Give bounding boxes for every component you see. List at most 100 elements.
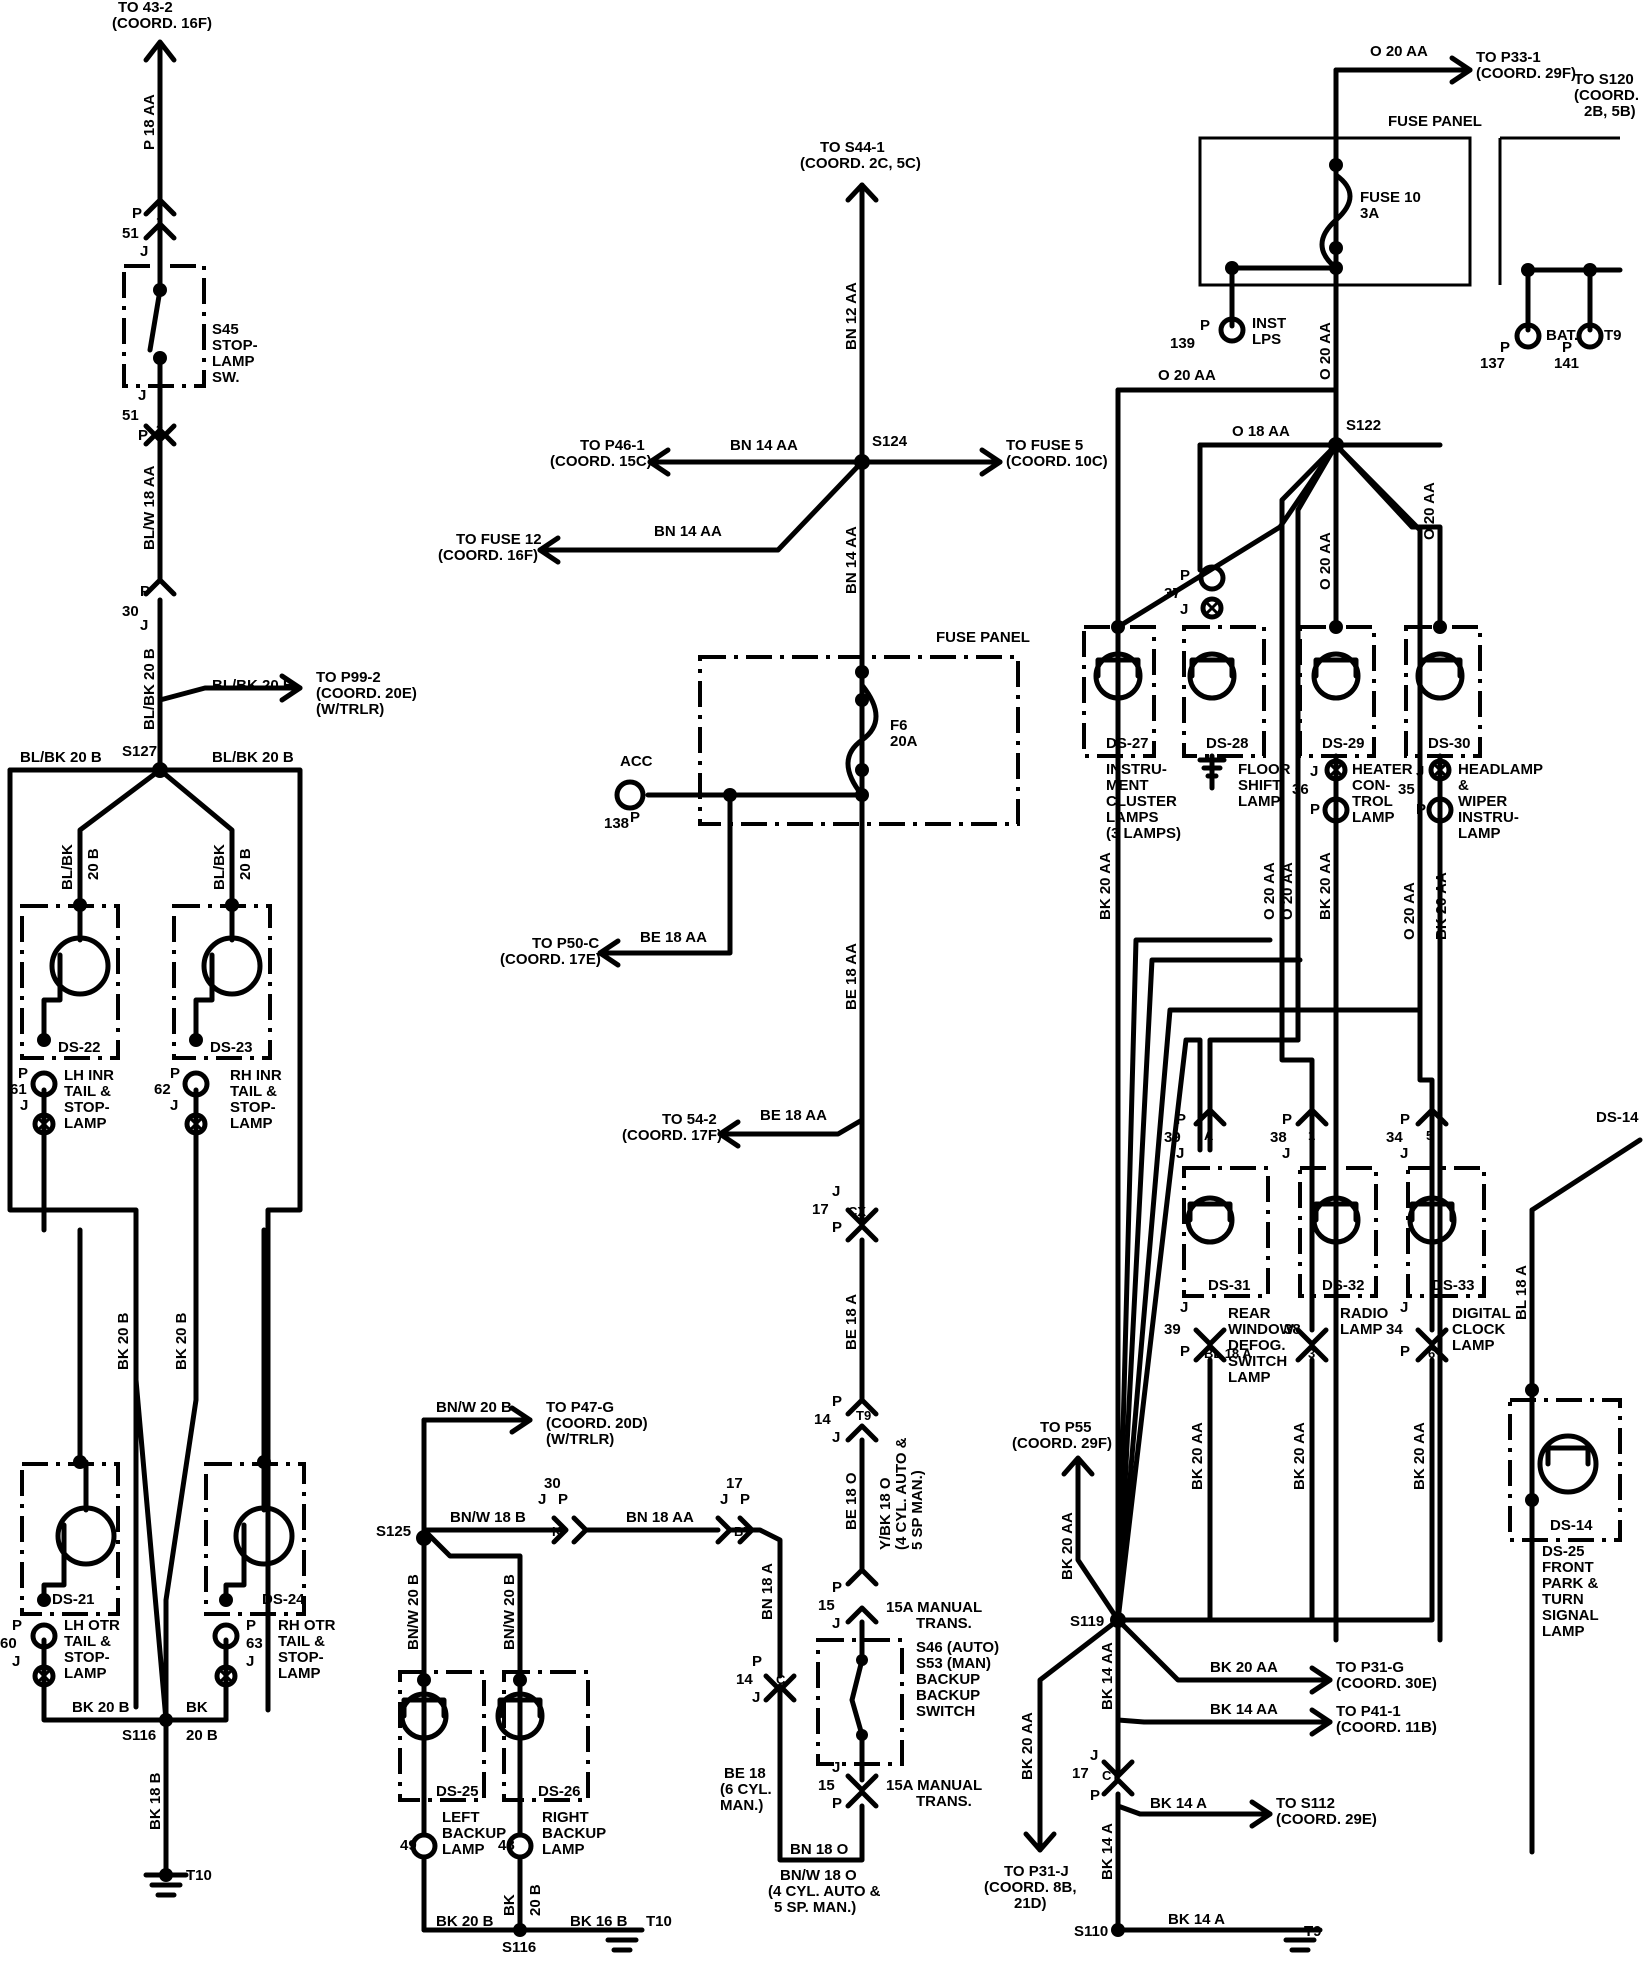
label: TAIL & [64, 1633, 111, 1650]
label: STOP- [230, 1099, 276, 1116]
label: S119 [1070, 1613, 1104, 1630]
label: 20A [890, 733, 918, 750]
wires-left-section [7, 39, 303, 1898]
label: LAMP [1542, 1623, 1585, 1640]
label: P [1200, 317, 1210, 334]
label: LPS [1252, 331, 1281, 348]
label: 15 [818, 1597, 835, 1614]
label: P [752, 1653, 762, 1670]
label: P [630, 809, 640, 826]
label: RH INR [230, 1067, 282, 1084]
label: SWITCH [916, 1703, 975, 1720]
label: (W/TRLR) [316, 701, 384, 718]
label: 30 [544, 1475, 561, 1492]
label: BL/BK 20 B [212, 749, 294, 766]
label: (COORD. 16F) [112, 15, 212, 32]
label: 51 [122, 225, 139, 242]
label: 138 [604, 815, 629, 832]
label: 30 [122, 603, 139, 620]
label: DIGITAL [1452, 1305, 1511, 1322]
cross-socket-icon [32, 1112, 56, 1136]
label: (4 CYL. AUTO & [768, 1883, 881, 1900]
label: J [832, 1429, 840, 1446]
label: LAMP [542, 1841, 585, 1858]
label: J [12, 1653, 20, 1670]
label: LAMP [442, 1841, 485, 1858]
label: S53 (MAN) [916, 1655, 991, 1672]
label: INSTRU- [1106, 761, 1167, 778]
label: BL 18 A [1513, 1265, 1530, 1320]
label: J [832, 1183, 840, 1200]
label: (COORD. 29F) [1012, 1435, 1112, 1452]
label: 39 [1164, 1321, 1181, 1338]
label: TAIL & [278, 1633, 325, 1650]
label: BACKUP [542, 1825, 606, 1842]
label: BN/W 18 O [780, 1867, 857, 1884]
label: TAIL & [230, 1083, 277, 1100]
label: RADIO [1340, 1305, 1389, 1322]
label: 36 [1292, 781, 1309, 798]
label: BE 18 A [843, 1294, 860, 1350]
label: 3A [1360, 205, 1379, 222]
label: P [1562, 339, 1572, 356]
label: (COORD. 15C) [550, 453, 652, 470]
label: BK [501, 1894, 518, 1916]
label: F6 [890, 717, 908, 734]
label: DS-22 [58, 1039, 101, 1056]
label: TO P99-2 [316, 669, 381, 686]
label: P [832, 1393, 842, 1410]
label: TO 43-2 [118, 0, 173, 16]
label: 63 [246, 1635, 263, 1652]
label: 3 [1308, 1346, 1315, 1361]
label: BN 18 O [790, 1841, 849, 1858]
label: STOP- [278, 1649, 324, 1666]
label: 6 [1428, 1346, 1435, 1361]
label: BE 18 AA [760, 1107, 827, 1124]
label: Y/BK 18 O [877, 1477, 894, 1550]
label: BK 20 AA [1097, 852, 1114, 920]
bulb-icon [1093, 651, 1143, 701]
bulb-icon [193, 902, 263, 1043]
label: BN 18 A [759, 1563, 776, 1620]
label: 49 [400, 1837, 417, 1854]
label: 5 SP. MAN.) [774, 1899, 856, 1916]
bulb-icon [1311, 1195, 1361, 1245]
label: BL/BK 20 B [141, 648, 158, 730]
label: REAR [1228, 1305, 1271, 1322]
label: BN 12 AA [843, 282, 860, 350]
label: J [20, 1097, 28, 1114]
label: BK 20 AA [1189, 1422, 1206, 1490]
label: J [752, 1689, 760, 1706]
label: BN 14 AA [654, 523, 722, 540]
label: 61 [10, 1081, 27, 1098]
label: TO P33-1 [1476, 49, 1541, 66]
label: SWITCH [1228, 1353, 1287, 1370]
label: BL/BK [211, 844, 228, 890]
label: BN/W 20 B [436, 1399, 512, 1416]
label: DS-27 [1106, 735, 1149, 752]
label: FUSE 10 [1360, 189, 1421, 206]
label: P [246, 1617, 256, 1634]
label: J [1282, 1145, 1290, 1162]
label: DS-29 [1322, 735, 1365, 752]
label: 141 [1554, 355, 1579, 372]
label: 1 [156, 214, 163, 229]
label: (COORD. 17F) [622, 1127, 722, 1144]
label: 1 [1308, 1128, 1315, 1143]
label: BK 20 AA [1019, 1712, 1036, 1780]
bulb-icon [1185, 1195, 1235, 1245]
label: S46 (AUTO) [916, 1639, 999, 1656]
label: WIPER [1458, 793, 1507, 810]
label: S116 [122, 1727, 156, 1744]
label: 17 [812, 1201, 829, 1218]
label: CON- [1352, 777, 1390, 794]
cross-socket-icon [1324, 758, 1348, 782]
label: J [1090, 1747, 1098, 1764]
bulb-icon [41, 902, 111, 1043]
label: O 18 AA [1232, 423, 1290, 440]
label: BY [734, 1524, 752, 1539]
label: TO P47-G [546, 1399, 614, 1416]
label: J [138, 387, 146, 404]
label: BN/W 18 B [450, 1509, 526, 1526]
